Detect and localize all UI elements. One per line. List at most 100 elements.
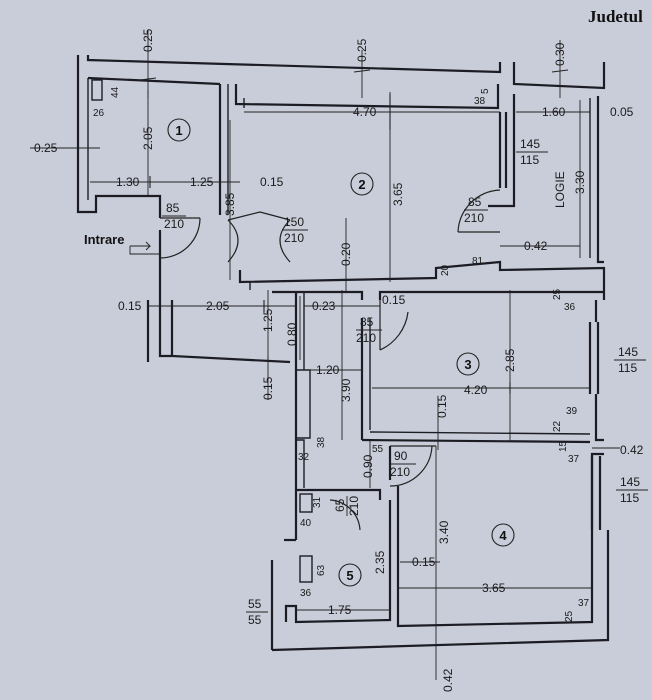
county-header: Judetul [588,7,643,26]
opening-height: 210 [356,331,376,345]
mark-label: 36 [300,588,312,599]
dim-label: 3.90 [339,378,353,402]
dim-label: 1.60 [542,105,566,119]
mark-label: 38 [316,436,327,448]
mark-label: 37 [568,454,580,465]
opening-width: 90 [394,449,408,463]
mark-label: 25 [564,610,575,622]
dim-label: 1.20 [316,363,340,377]
walls [76,55,610,652]
dim-label: 0.30 [553,42,567,66]
room-3-number: 3 [464,357,471,372]
entrance-label: Intrare [84,232,124,247]
small-marks: 44 26 5 38 20 81 25 36 22 39 55 15 37 38… [93,86,590,622]
mark-label: 25 [552,288,563,300]
mark-label: 81 [472,256,484,267]
dim-label: 0.23 [312,299,336,313]
opening-width: 145 [520,137,540,151]
opening-height: 210 [164,217,184,231]
mark-label: 40 [300,518,312,529]
mark-label: 5 [480,88,491,94]
dim-label: 1.75 [328,603,352,617]
room-labels: 1 2 3 4 5 [167,118,515,587]
dim-label: 3.65 [391,182,405,206]
dim-label: 0.15 [261,376,275,400]
dim-label: 3.40 [437,520,451,544]
opening-height: 115 [620,491,639,505]
opening-height: 115 [618,361,637,375]
opening-width: 150 [284,215,304,229]
dim-label: 0.20 [339,242,353,266]
room-1-circle [167,118,191,142]
room-4-number: 4 [499,528,507,543]
dim-label: 3.85 [223,192,237,216]
opening-height: 210 [347,496,361,516]
opening-width: 85 [166,201,180,215]
dim-label: 1.25 [190,175,214,189]
mark-label: 20 [440,264,451,276]
room-2-circle [350,172,374,196]
dimension-lines [30,30,620,680]
dim-label: 0.25 [355,38,369,62]
doors [159,189,501,531]
dim-label: 1.30 [116,175,140,189]
loggia-label: LOGIE [553,171,567,208]
opening-width: 85 [360,315,374,329]
dim-label: 0.25 [141,28,155,52]
mark-label: 15 [558,440,569,452]
dim-label: 0.15 [382,293,406,307]
dim-label: 0.42 [524,239,548,253]
opening-width: 65 [333,498,347,512]
room-5-number: 5 [346,568,353,583]
room-5-circle [338,563,362,587]
dim-label: 0.15 [435,394,449,418]
dim-label: 2.35 [373,550,387,574]
opening-height: 210 [390,465,410,479]
dim-label: 0.90 [361,454,375,478]
entrance-arrow [129,241,160,255]
dim-label: 1.25 [261,308,275,332]
room-1-number: 1 [175,123,182,138]
dim-label: 0.80 [285,322,299,346]
opening-height: 210 [284,231,304,245]
room-4-circle [491,523,515,547]
dim-label: 0.15 [412,555,436,569]
dim-label: 2.05 [141,126,155,150]
mark-label: 55 [372,444,384,455]
fixtures [91,79,313,583]
mark-label: 22 [552,420,563,432]
mark-label: 63 [316,564,327,576]
mark-label: 38 [474,96,486,107]
dim-label: 0.42 [620,443,644,457]
dim-label: 0.15 [260,175,284,189]
opening-height: 115 [520,153,539,167]
mark-label: 31 [312,496,323,508]
dim-label: 4.70 [353,105,377,119]
mark-label: 26 [93,108,105,119]
room-3-circle [456,352,480,376]
mark-label: 44 [110,86,121,98]
mark-label: 37 [578,598,590,609]
dim-label: 0.25 [34,141,58,155]
mark-label: 36 [564,302,576,313]
opening-width: 145 [618,345,638,359]
opening-width: 55 [248,597,262,611]
dim-label: 0.15 [118,299,142,313]
mark-label: 32 [298,452,310,463]
dim-label: 3.30 [573,170,587,194]
opening-height: 210 [464,211,484,225]
dim-label: 3.65 [482,581,506,595]
dim-label: 0.42 [441,668,455,692]
dim-label: 4.20 [464,383,488,397]
opening-labels: 85 210 150 210 85 210 145 115 85 210 145… [162,137,648,627]
room-2-number: 2 [358,177,365,192]
opening-width: 85 [468,195,482,209]
mark-label: 39 [566,406,578,417]
dim-label: 2.85 [503,348,517,372]
opening-width: 145 [620,475,640,489]
dimension-labels: 0.25 0.25 0.30 0.25 2.05 1.30 1.25 0.15 … [34,28,644,692]
dim-label: 0.05 [610,105,634,119]
dim-label: 2.05 [206,299,230,313]
opening-height: 55 [248,613,262,627]
